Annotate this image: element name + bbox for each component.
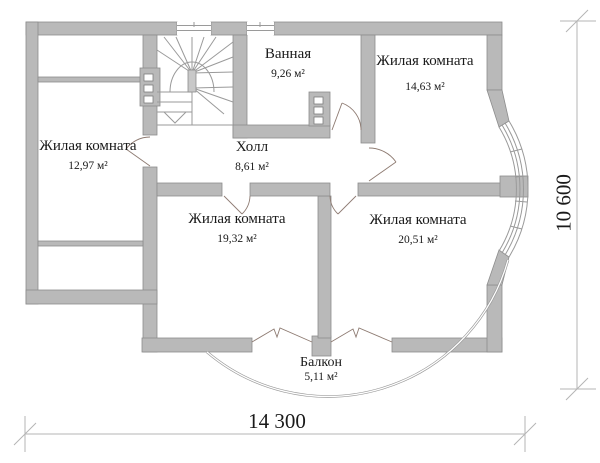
- room-label-living-top-right: Жилая комната 14,63 м²: [376, 53, 473, 93]
- room-name: Балкон: [300, 355, 342, 370]
- room-name: Ванная: [264, 46, 312, 62]
- room-label-hall: Холл 8,61 м²: [235, 139, 269, 173]
- room-area: 20,51 м²: [398, 233, 438, 246]
- room-area: 19,32 м²: [217, 232, 257, 245]
- door-left-room: [125, 136, 151, 167]
- room-name: Холл: [235, 139, 269, 155]
- room-name: Жилая комната: [376, 53, 474, 69]
- wall: [210, 21, 248, 36]
- room-label-bathroom: Ванная 9,26 м²: [265, 46, 311, 80]
- wall: [311, 335, 332, 357]
- door-bathroom: [331, 102, 362, 131]
- wall: [273, 21, 503, 36]
- wall: [25, 21, 178, 36]
- wall: [317, 195, 332, 339]
- room-area: 9,26 м²: [271, 67, 305, 80]
- vent-shaft: [139, 67, 161, 107]
- dimension-width-label: 14 300: [248, 409, 306, 433]
- room-label-living-bottom-right: Жилая комната 20,51 м²: [369, 212, 466, 246]
- window: [177, 22, 211, 35]
- dimension-line-width: [13, 416, 537, 452]
- balcony-doors: [251, 327, 393, 343]
- wall: [486, 34, 503, 91]
- wall: [232, 34, 248, 139]
- wall: [249, 182, 331, 197]
- door-bottom-right-room: [329, 195, 357, 215]
- doors: [125, 102, 397, 215]
- stair-newel: [187, 69, 197, 93]
- bay-window: [498, 120, 529, 258]
- room-name: Жилая комната: [188, 211, 286, 227]
- wall: [25, 21, 39, 305]
- room-area: 14,63 м²: [405, 80, 445, 93]
- wall: [360, 34, 376, 144]
- door-top-right-room: [368, 147, 397, 182]
- windows: [177, 22, 274, 35]
- wall: [142, 166, 158, 353]
- window: [247, 22, 274, 35]
- room-label-living-left: Жилая комната 12,97 м²: [39, 138, 136, 172]
- stair-direction-arrow: [163, 111, 187, 124]
- room-area: 12,97 м²: [68, 159, 108, 172]
- room-name: Жилая комната: [39, 138, 137, 154]
- wall: [357, 182, 503, 197]
- wall: [25, 289, 158, 305]
- wall: [232, 124, 331, 139]
- door-bottom-left-room: [223, 195, 251, 215]
- wall: [141, 337, 253, 353]
- balcony-door: [330, 327, 393, 343]
- room-area: 5,11 м²: [304, 371, 338, 384]
- room-label-balcony: Балкон 5,11 м²: [300, 355, 342, 383]
- room-name: Жилая комната: [369, 212, 467, 228]
- wall-diagonal: [486, 89, 510, 128]
- balcony-door: [251, 327, 313, 343]
- dimension-lines: [13, 9, 596, 452]
- partition: [37, 76, 144, 83]
- staircase: [156, 36, 234, 126]
- partition: [37, 240, 144, 247]
- dimension-height-label: 10 600: [551, 174, 576, 232]
- wall: [391, 337, 503, 353]
- dimension-line-height: [560, 9, 596, 401]
- wall: [156, 182, 223, 197]
- vent-shaft: [308, 91, 331, 127]
- vent-shafts: [139, 67, 331, 127]
- room-area: 8,61 м²: [235, 160, 269, 173]
- room-label-living-bottom-left: Жилая комната 19,32 м²: [188, 211, 285, 245]
- balcony-railing: [206, 259, 510, 398]
